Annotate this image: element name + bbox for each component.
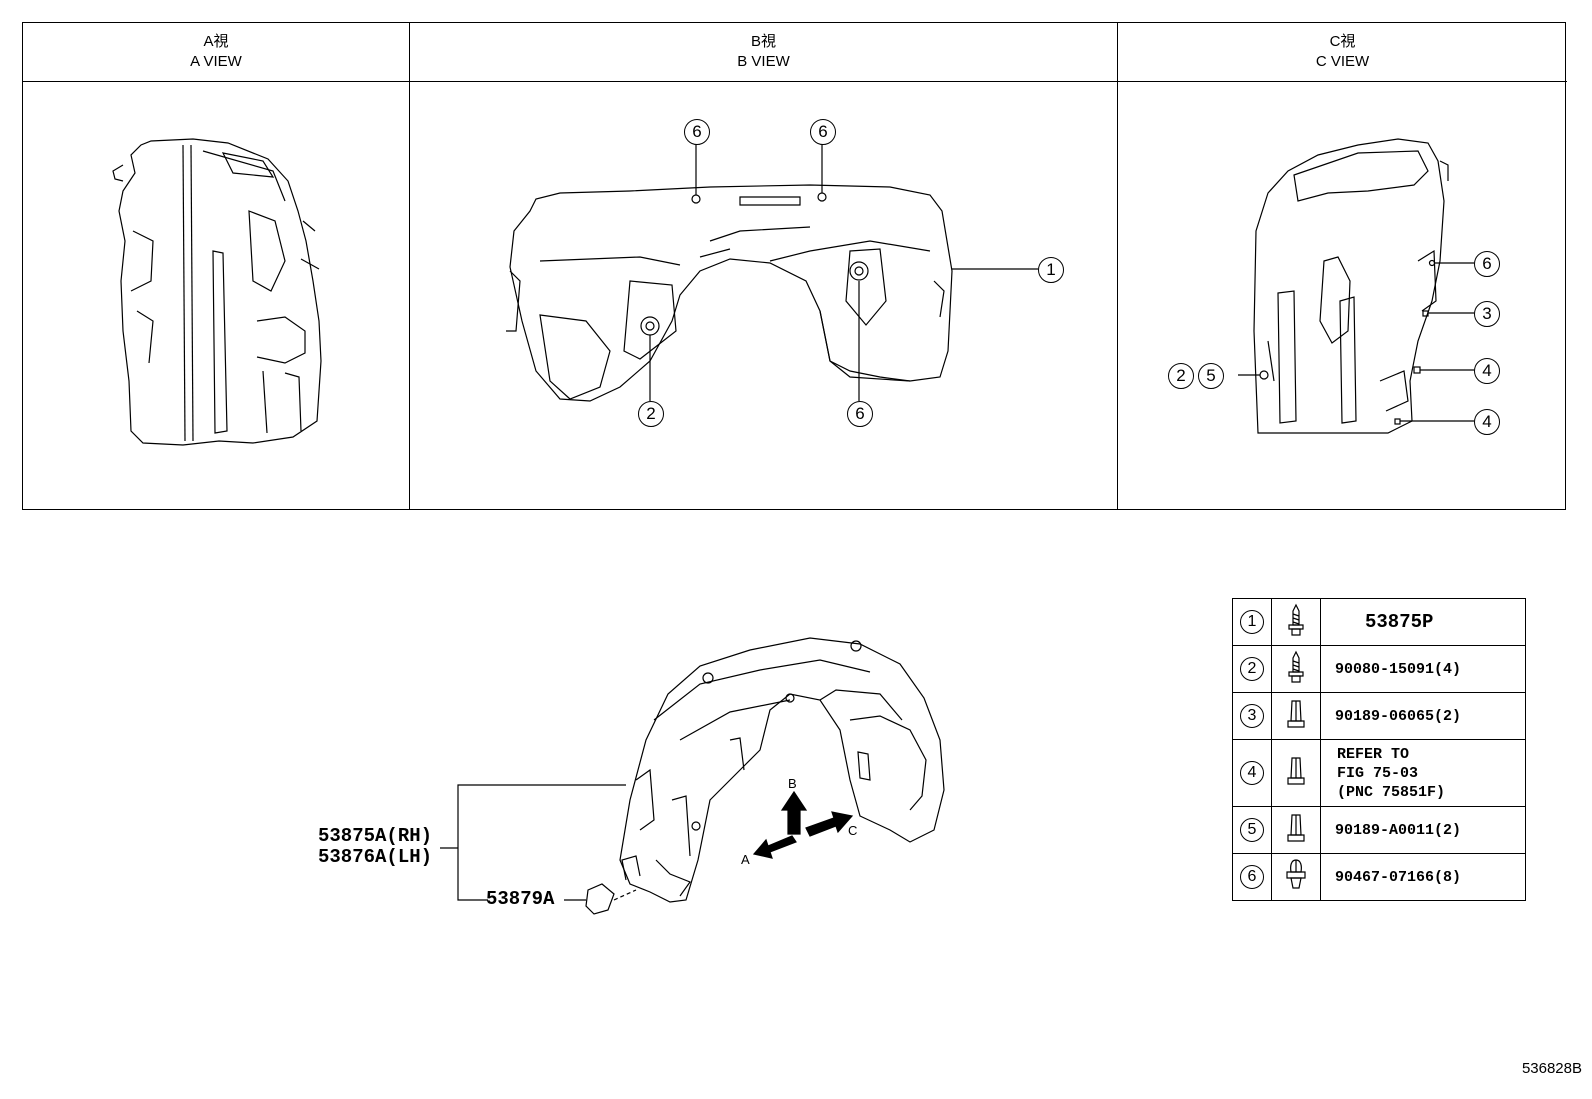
row-3-number: 3: [1240, 704, 1264, 728]
views-panel: A視 A VIEW B視 B VIEW: [22, 22, 1567, 510]
screw-icon: [1271, 645, 1321, 693]
b-callout-6-top-left: 6: [684, 119, 710, 145]
row-1-number: 1: [1240, 610, 1264, 634]
b-view-drawing: 6 6 1 2 6: [410, 81, 1117, 509]
row-3-part-number: 90189-06065(2): [1320, 692, 1526, 740]
row-4-part-reference: REFER TO FIG 75-03 (PNC 75851F): [1320, 739, 1526, 807]
b-view-column: B視 B VIEW: [410, 23, 1118, 509]
clip-icon: [1271, 806, 1321, 854]
b-callout-1: 1: [1038, 257, 1064, 283]
a-view-drawing: [23, 81, 409, 509]
arrow-label-c: C: [848, 823, 858, 838]
c-callout-4-upper: 4: [1474, 358, 1500, 384]
c-view-title-en: C VIEW: [1315, 53, 1370, 70]
c-callout-4-lower: 4: [1474, 409, 1500, 435]
row-5-part-number: 90189-A0011(2): [1320, 806, 1526, 854]
b-view-header: B視 B VIEW: [410, 23, 1117, 82]
row-6-part-number: 90467-07166(8): [1320, 853, 1526, 901]
a-view-column: A視 A VIEW: [23, 23, 410, 509]
c-callout-2: 2: [1168, 363, 1194, 389]
c-callout-5: 5: [1198, 363, 1224, 389]
push-clip-icon: [1271, 853, 1321, 901]
c-view-header: C視 C VIEW: [1118, 23, 1567, 82]
parts-row-6: 6 90467-07166(8): [1232, 853, 1526, 901]
parts-row-3: 3 90189-06065(2): [1232, 692, 1526, 740]
a-view-header: A視 A VIEW: [23, 23, 409, 82]
parts-table: 1 53875P 2 90080-15091(4) 3 90189-06065(…: [1232, 598, 1526, 901]
c-view-column: C視 C VIEW: [1118, 23, 1567, 509]
parts-row-2: 2 90080-15091(4): [1232, 645, 1526, 693]
label-53876a-lh: 53876A(LH): [318, 846, 433, 868]
figure-id: 536828B: [1521, 1060, 1582, 1077]
c-view-title-jp: C視: [1329, 33, 1356, 50]
row-5-number: 5: [1240, 818, 1264, 842]
row-4-number: 4: [1240, 761, 1264, 785]
clip-icon: [1271, 739, 1321, 807]
label-53879a: 53879A: [486, 888, 555, 910]
a-view-title-en: A VIEW: [190, 53, 242, 70]
parts-row-5: 5 90189-A0011(2): [1232, 806, 1526, 854]
b-callout-6-top-right: 6: [810, 119, 836, 145]
row-2-number: 2: [1240, 657, 1264, 681]
parts-row-1: 1 53875P: [1232, 598, 1526, 646]
row-1-part-number: 53875P: [1320, 598, 1526, 646]
screw-icon: [1271, 598, 1321, 646]
label-53875a-rh: 53875A(RH): [318, 825, 433, 847]
c-view-drawing: 6 3 2 5 4 4: [1118, 81, 1567, 509]
c-callout-6: 6: [1474, 251, 1500, 277]
clip-icon: [1271, 692, 1321, 740]
b-view-title-jp: B視: [750, 33, 776, 50]
b-view-title-en: B VIEW: [737, 53, 790, 70]
arrow-label-b: B: [788, 776, 797, 791]
row-4-line-1: REFER TO: [1337, 745, 1410, 763]
b-callout-2: 2: [638, 401, 664, 427]
b-callout-6-bottom: 6: [847, 401, 873, 427]
row-4-line-2: FIG 75-03: [1337, 764, 1419, 782]
row-4-line-3: (PNC 75851F): [1337, 783, 1446, 801]
parts-row-4: 4 REFER TO FIG 75-03 (PNC 75851F): [1232, 739, 1526, 807]
c-callout-3: 3: [1474, 301, 1500, 327]
a-view-title-jp: A視: [203, 33, 229, 50]
row-6-number: 6: [1240, 865, 1264, 889]
row-2-part-number: 90080-15091(4): [1320, 645, 1526, 693]
main-fender-liner-drawing: [440, 637, 945, 915]
arrow-label-a: A: [741, 852, 750, 867]
